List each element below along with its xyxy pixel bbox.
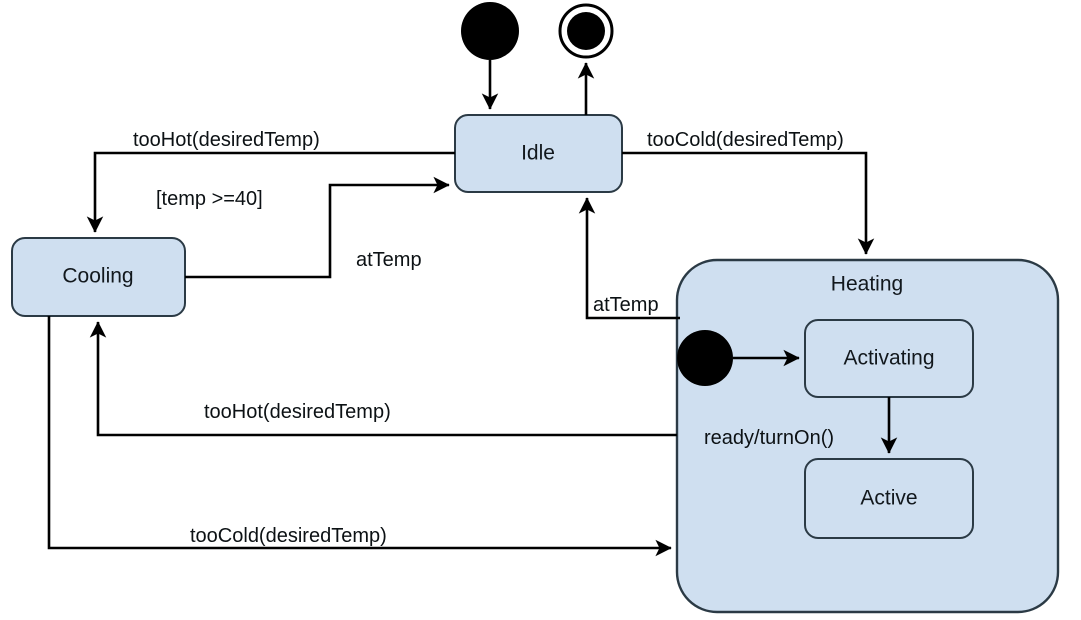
final-state-inner-icon xyxy=(567,12,605,50)
transition-label-ready-turn-on: ready/turnOn() xyxy=(704,427,834,449)
initial-pseudostate-heating-icon xyxy=(677,330,733,386)
transition-label-too-hot-top: tooHot(desiredTemp) xyxy=(133,129,320,151)
state-activating-label: Activating xyxy=(843,347,934,370)
transition-idle-to-cooling xyxy=(86,151,455,233)
state-idle-label: Idle xyxy=(521,142,555,165)
transition-heating-to-idle xyxy=(578,197,680,320)
initial-pseudostate-icon xyxy=(461,2,519,60)
transition-cooling-to-heating xyxy=(47,316,672,557)
state-active-label: Active xyxy=(860,487,917,510)
transition-label-too-cold-bottom: tooCold(desiredTemp) xyxy=(190,525,387,547)
transition-label-at-temp-heating: atTemp xyxy=(593,294,659,316)
transition-label-at-temp-cooling: atTemp xyxy=(356,249,422,271)
state-heating-label: Heating xyxy=(831,273,903,296)
transition-idle-to-heating xyxy=(622,151,875,255)
transition-label-too-hot-bottom: tooHot(desiredTemp) xyxy=(204,401,391,423)
state-active[interactable] xyxy=(804,458,974,539)
transition-label-temp-guard: [temp >=40] xyxy=(156,188,263,210)
transition-label-too-cold-top: tooCold(desiredTemp) xyxy=(647,129,844,151)
state-cooling-label: Cooling xyxy=(62,265,133,288)
transition-cooling-to-idle xyxy=(185,176,450,279)
transition-heating-to-cooling xyxy=(89,321,677,437)
